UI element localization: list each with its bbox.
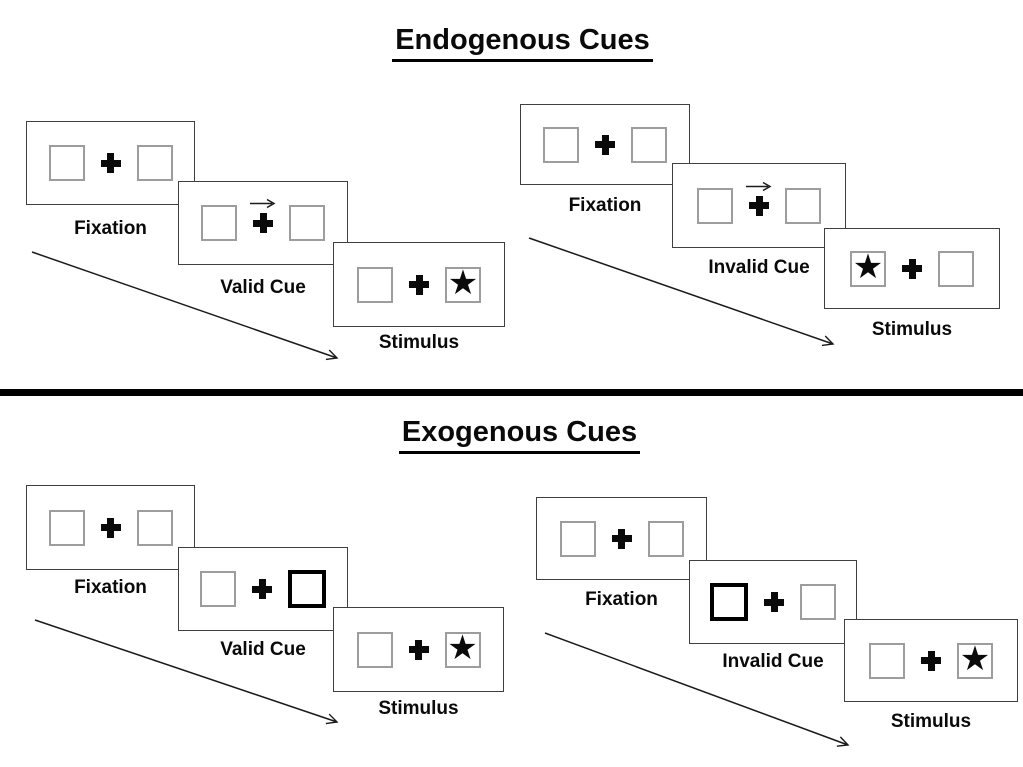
panel-exogenous-valid-cue — [178, 547, 348, 631]
star-stimulus-icon: ★ — [852, 247, 884, 287]
timeline-arrow-endogenous-valid — [31, 251, 339, 361]
fixation-center — [746, 181, 772, 216]
panel-label-stimulus: Stimulus — [378, 698, 459, 719]
fixation-cross-icon — [409, 274, 429, 295]
right-placeholder-box — [631, 126, 667, 163]
fixation-cross-icon — [100, 153, 121, 173]
panel-exogenous-valid-stimulus: ★ — [333, 607, 504, 692]
right-placeholder-box — [938, 250, 974, 287]
panel-label-valid-cue: Valid Cue — [220, 639, 306, 660]
central-cue-arrow-right-icon — [746, 181, 772, 191]
fixation-center — [595, 134, 615, 155]
panel-label-stimulus: Stimulus — [890, 711, 972, 732]
fixation-center — [100, 517, 121, 538]
panel-endogenous-valid-fixation — [26, 121, 195, 205]
panel-label-fixation: Fixation — [568, 195, 642, 216]
fixation-cross-icon — [408, 639, 429, 660]
panel-label-valid-cue: Valid Cue — [220, 277, 306, 298]
panel-label-stimulus: Stimulus — [378, 332, 460, 353]
panel-label-stimulus: Stimulus — [871, 319, 953, 340]
left-placeholder-box — [559, 520, 596, 557]
left-placeholder-box — [869, 642, 905, 679]
left-placeholder-box — [201, 205, 237, 241]
panel-endogenous-invalid-fixation — [520, 104, 690, 185]
section-divider — [0, 389, 1023, 396]
star-stimulus-icon: ★ — [447, 263, 479, 303]
panel-label-fixation: Fixation — [74, 577, 147, 598]
fixation-cross-icon — [902, 258, 922, 279]
fixation-center — [764, 592, 784, 612]
panel-label-invalid-cue: Invalid Cue — [708, 257, 810, 278]
section-title-exogenous-text: Exogenous Cues — [398, 416, 641, 454]
left-placeholder-box — [543, 126, 579, 163]
fixation-center — [902, 258, 922, 279]
left-placeholder-box — [200, 571, 236, 607]
right-placeholder-box — [289, 205, 325, 241]
timeline-arrow-exogenous-valid — [34, 619, 339, 725]
panel-endogenous-valid-cue — [178, 181, 348, 265]
section-title-exogenous: Exogenous Cues — [8, 416, 1023, 454]
left-placeholder-box — [357, 266, 393, 303]
left-peripheral-cue-box — [710, 583, 748, 621]
timeline-arrow-endogenous-invalid — [528, 237, 835, 347]
timeline-arrow-exogenous-invalid — [544, 632, 850, 747]
star-stimulus-icon: ★ — [447, 628, 478, 668]
left-placeholder-box — [48, 145, 85, 181]
fixation-center — [250, 198, 276, 233]
panel-exogenous-invalid-cue — [689, 560, 857, 644]
left-target-box: ★ — [850, 247, 886, 287]
section-title-endogenous: Endogenous Cues — [11, 24, 1023, 62]
fixation-cross-icon — [921, 650, 941, 671]
right-placeholder-box — [136, 509, 173, 546]
panel-endogenous-invalid-stimulus: ★ — [824, 228, 1000, 309]
right-peripheral-cue-box — [288, 570, 326, 608]
panel-exogenous-invalid-fixation — [536, 497, 707, 580]
fixation-center — [409, 274, 429, 295]
fixation-cross-icon — [100, 517, 121, 538]
fixation-center — [921, 650, 941, 671]
fixation-cross-icon — [749, 195, 769, 216]
panel-exogenous-valid-fixation — [26, 485, 195, 570]
fixation-cross-icon — [764, 592, 784, 612]
right-placeholder-box — [136, 145, 173, 181]
right-target-box: ★ — [957, 639, 993, 679]
left-placeholder-box — [48, 509, 85, 546]
panel-label-fixation: Fixation — [585, 589, 658, 610]
fixation-center — [252, 579, 272, 599]
left-placeholder-box — [697, 187, 733, 224]
right-placeholder-box — [800, 584, 836, 620]
panel-exogenous-invalid-stimulus: ★ — [844, 619, 1018, 702]
star-stimulus-icon: ★ — [959, 639, 991, 679]
fixation-center — [408, 639, 429, 660]
panel-label-fixation: Fixation — [74, 218, 147, 239]
panel-endogenous-invalid-cue — [672, 163, 846, 248]
right-target-box: ★ — [445, 263, 481, 303]
right-target-box: ★ — [444, 628, 481, 668]
panel-endogenous-valid-stimulus: ★ — [333, 242, 505, 327]
left-placeholder-box — [356, 631, 393, 668]
fixation-center — [611, 528, 632, 549]
fixation-cross-icon — [253, 213, 273, 233]
panel-label-invalid-cue: Invalid Cue — [722, 651, 824, 672]
section-title-endogenous-text: Endogenous Cues — [392, 24, 653, 62]
fixation-cross-icon — [252, 579, 272, 599]
central-cue-arrow-right-icon — [250, 198, 276, 209]
fixation-cross-icon — [611, 528, 632, 549]
right-placeholder-box — [647, 520, 684, 557]
right-placeholder-box — [785, 187, 821, 224]
fixation-center — [100, 153, 121, 173]
fixation-cross-icon — [595, 134, 615, 155]
